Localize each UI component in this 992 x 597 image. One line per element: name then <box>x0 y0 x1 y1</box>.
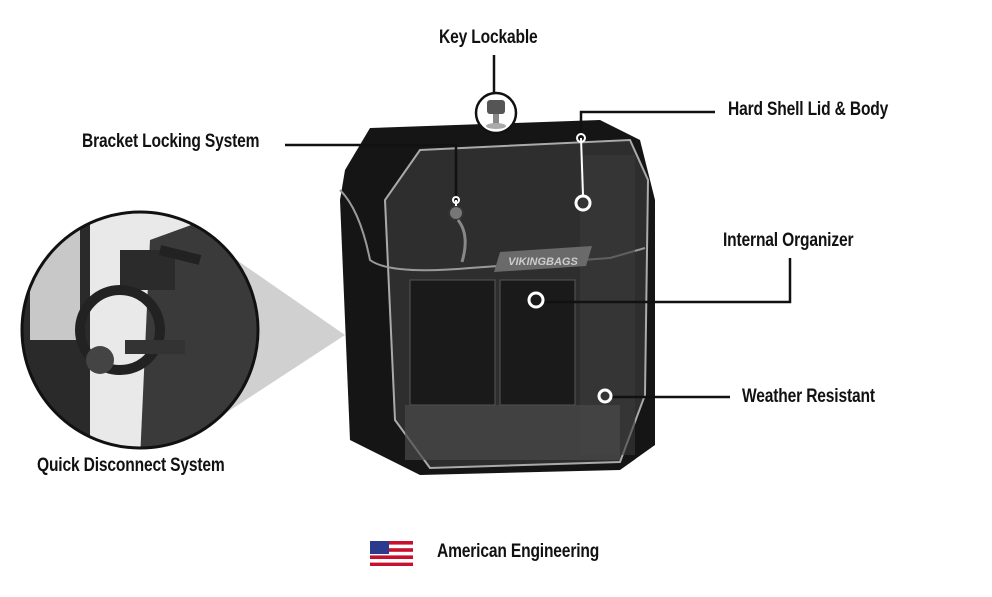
callout-weather-resistant: Weather Resistant <box>742 386 875 407</box>
brand-logo: VIKINGBAGS <box>508 256 578 268</box>
bracket-marker <box>452 196 460 204</box>
case-illustration: VIKINGBAGS <box>339 120 655 475</box>
callout-bracket-locking-system: Bracket Locking System <box>82 131 260 152</box>
callout-internal-organizer: Internal Organizer <box>723 230 854 251</box>
callout-hard-shell: Hard Shell Lid & Body <box>728 99 889 120</box>
hard-shell-marker <box>574 194 592 212</box>
callout-key-lockable: Key Lockable <box>439 27 538 48</box>
leader-lines <box>285 55 792 399</box>
us-flag-icon <box>370 541 413 566</box>
weather-resistant-marker <box>597 388 613 404</box>
hard-shell-joint <box>576 133 586 143</box>
internal-organizer-marker <box>527 291 545 309</box>
key-lock-cylinder <box>448 205 464 221</box>
key-lockable-icon <box>474 91 518 135</box>
quick-disconnect-inset <box>20 210 260 450</box>
american-engineering-label: American Engineering <box>437 541 600 562</box>
callout-markers <box>452 133 613 404</box>
callout-quick-disconnect: Quick Disconnect System <box>37 455 225 476</box>
brand-logo-plate <box>494 246 592 272</box>
